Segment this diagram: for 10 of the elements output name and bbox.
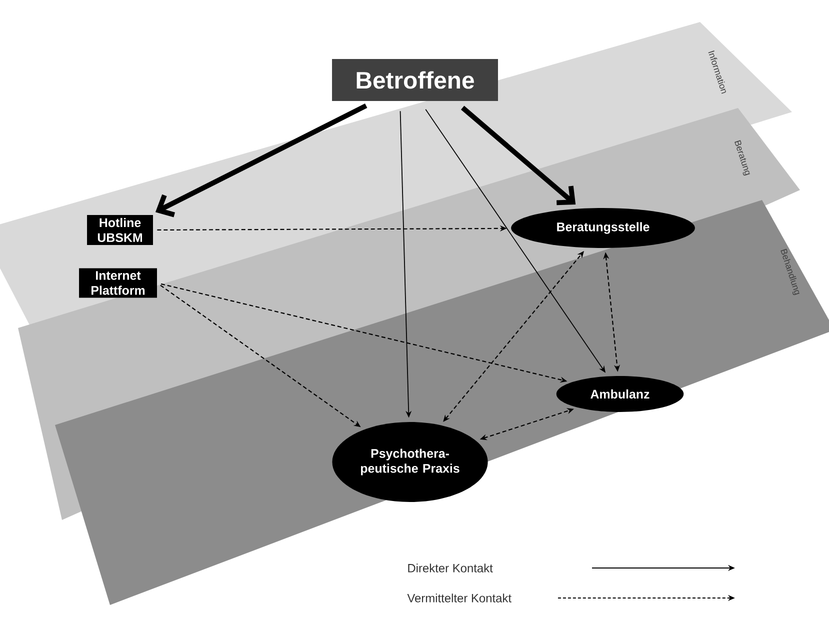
label-box: Betroffene bbox=[332, 59, 498, 101]
ellipse-node: Psychothera- peutische Praxis bbox=[332, 422, 488, 502]
legend-label: Vermittelter Kontakt bbox=[407, 594, 512, 602]
ellipse-node: Beratungsstelle bbox=[511, 208, 695, 248]
legend-label: Direkter Kontakt bbox=[408, 564, 493, 572]
arrow bbox=[155, 103, 368, 218]
ellipse-node: Ambulanz bbox=[556, 376, 684, 412]
arrow bbox=[460, 106, 576, 206]
label-box: Hotline UBSKM bbox=[87, 214, 153, 246]
label-box: Internet Plattform bbox=[79, 268, 157, 298]
